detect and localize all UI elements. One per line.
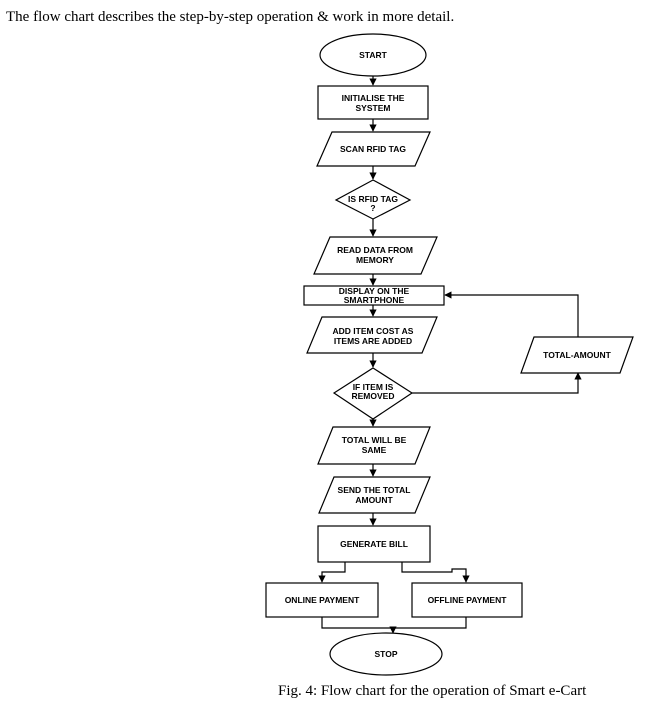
node-send-total: SEND THE TOTAL AMOUNT [318, 476, 431, 514]
edge-online-stop [321, 617, 397, 634]
node-display-line2: SMARTPHONE [344, 295, 405, 305]
node-total-same-line2: SAME [362, 445, 387, 455]
edge-totalamount-display [444, 291, 579, 337]
node-read-data: READ DATA FROM MEMORY [313, 236, 438, 275]
node-generate-bill: GENERATE BILL [317, 525, 431, 563]
node-online-payment: ONLINE PAYMENT [265, 582, 379, 618]
intro-text: The flow chart describes the step-by-ste… [6, 9, 455, 25]
node-is-rfid: IS RFID TAG ? [334, 179, 412, 220]
node-stop: STOP [329, 632, 443, 676]
node-online-payment-label: ONLINE PAYMENT [285, 595, 360, 605]
edge-removed-totalamount [412, 372, 582, 394]
node-removed-line1: IF ITEM IS [353, 382, 394, 392]
edge-offline-stop [393, 617, 467, 629]
node-read-data-line2: MEMORY [356, 255, 394, 265]
node-total-amount-label: TOTAL-AMOUNT [543, 350, 611, 360]
node-display-line1: DISPLAY ON THE [339, 286, 410, 296]
node-initialise-line1: INITIALISE THE [342, 93, 405, 103]
node-is-rfid-line2: ? [370, 203, 375, 213]
node-offline-payment: OFFLINE PAYMENT [411, 582, 523, 618]
node-total-same: TOTAL WILL BE SAME [317, 426, 431, 465]
node-scan-rfid: SCAN RFID TAG [316, 131, 431, 167]
node-total-amount: TOTAL-AMOUNT [520, 336, 634, 374]
edge-bill-online [318, 562, 346, 583]
node-add-cost-line2: ITEMS ARE ADDED [334, 336, 412, 346]
node-send-total-line2: AMOUNT [355, 495, 393, 505]
node-is-rfid-line1: IS RFID TAG [348, 194, 398, 204]
node-generate-bill-label: GENERATE BILL [340, 539, 408, 549]
edge-bill-offline [401, 562, 470, 583]
node-send-total-line1: SEND THE TOTAL [338, 485, 411, 495]
node-display: DISPLAY ON THE SMARTPHONE [303, 285, 445, 306]
node-removed: IF ITEM IS REMOVED [332, 367, 414, 420]
node-start: START [319, 33, 427, 77]
node-total-same-line1: TOTAL WILL BE [342, 435, 407, 445]
node-add-cost-line1: ADD ITEM COST AS [333, 326, 414, 336]
node-add-cost: ADD ITEM COST AS ITEMS ARE ADDED [306, 316, 438, 354]
node-stop-label: STOP [375, 649, 398, 659]
node-removed-line2: REMOVED [352, 391, 395, 401]
node-initialise-line2: SYSTEM [356, 103, 391, 113]
node-scan-rfid-label: SCAN RFID TAG [340, 144, 406, 154]
figure-caption: Fig. 4: Flow chart for the operation of … [278, 683, 587, 699]
node-start-label: START [359, 50, 388, 60]
node-read-data-line1: READ DATA FROM [337, 245, 413, 255]
connectors [318, 76, 582, 634]
node-initialise: INITIALISE THE SYSTEM [317, 85, 429, 120]
node-offline-payment-label: OFFLINE PAYMENT [428, 595, 508, 605]
